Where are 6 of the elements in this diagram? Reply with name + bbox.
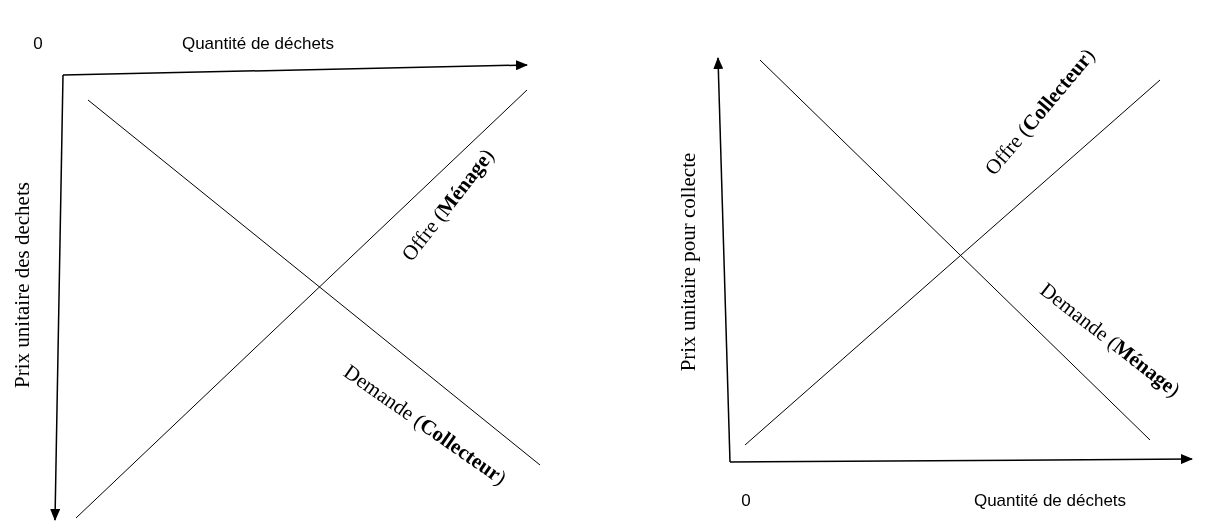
axis-title: Prix unitaire des dechets <box>11 182 33 388</box>
axis-title: Quantité de déchets <box>973 491 1127 509</box>
axis-origin-label: 0 <box>33 34 43 52</box>
axis-origin-label: 0 <box>741 491 751 509</box>
axis-title: Prix unitaire pour collecte <box>677 152 699 372</box>
axis-title: Quantité de déchets <box>181 34 335 52</box>
